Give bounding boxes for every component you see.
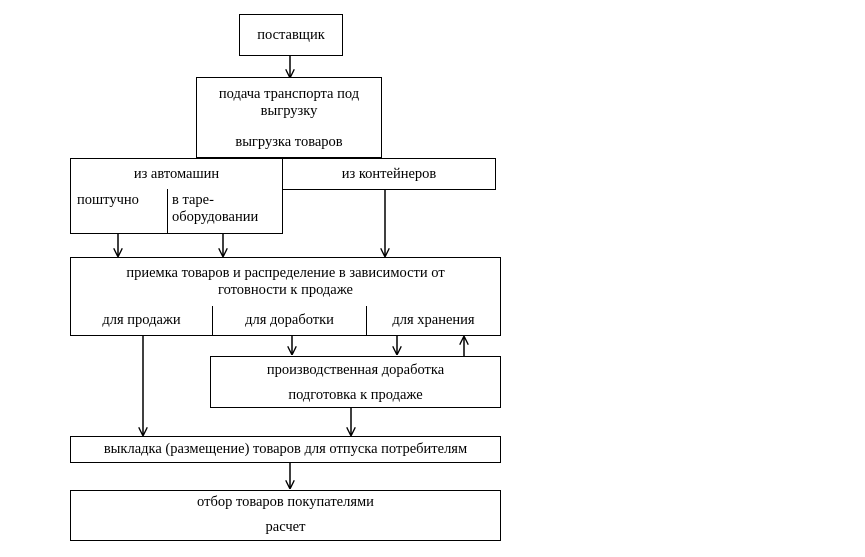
for-storage-box: для хранения (366, 306, 501, 336)
piecewise-box: поштучно (70, 189, 168, 234)
from-trucks-box: из автомашин (70, 158, 283, 190)
in-packaging-box: в таре-оборудовании (167, 189, 283, 234)
sale-preparation-box: подготовка к продаже (210, 383, 501, 408)
payment-box: расчет (70, 514, 501, 541)
supplier-box: поставщик (239, 14, 343, 56)
unloading-box: выгрузка товаров (196, 128, 382, 158)
acceptance-box: приемка товаров и распределение в зависи… (70, 257, 501, 307)
display-box: выкладка (размещение) товаров для отпуск… (70, 436, 501, 463)
production-rework-box: производственная доработка (210, 356, 501, 384)
from-containers-box: из контейнеров (282, 158, 496, 190)
for-rework-box: для доработки (212, 306, 367, 336)
for-sale-box: для продажи (70, 306, 213, 336)
transport-box: подача транспорта под выгрузку (196, 77, 382, 129)
selection-box: отбор товаров покупателями (70, 490, 501, 515)
